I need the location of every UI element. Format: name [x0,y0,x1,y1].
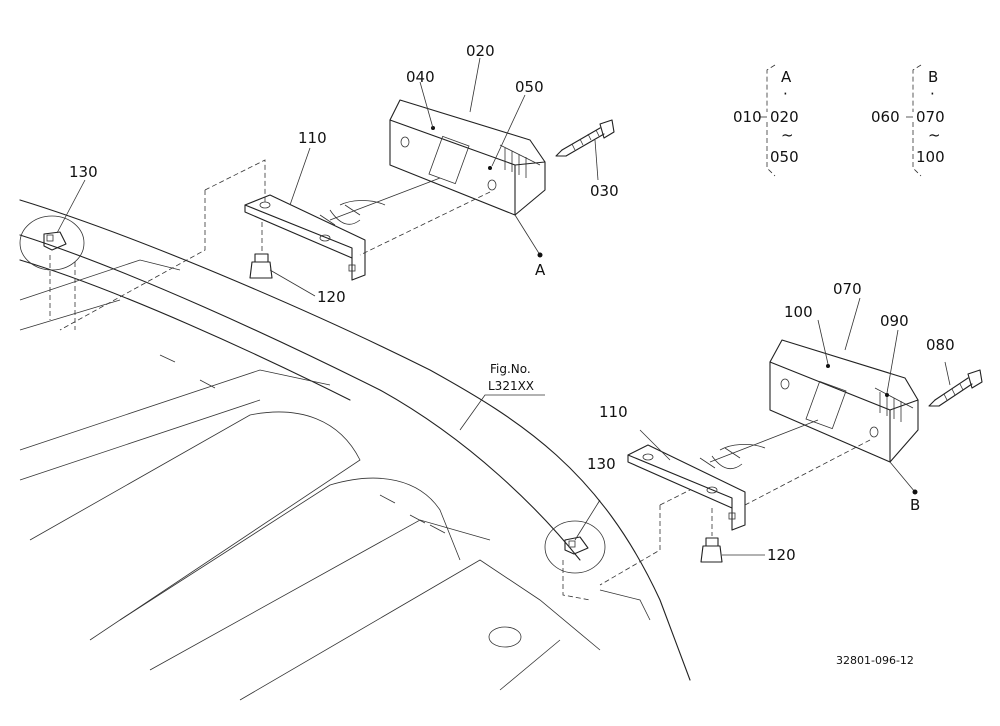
group-a-tilde: ~ [781,126,794,144]
label-ref-b: B [910,496,920,514]
group-b-parent: 060 [871,108,900,126]
label-030: 030 [590,182,619,200]
figure-number: L321XX [488,379,534,393]
clip-130-right [544,520,606,601]
group-bracket-a [760,64,776,177]
group-bracket-b [906,64,922,177]
bracket-110-b [599,444,746,586]
label-110-a: 110 [298,129,327,147]
screw-080 [928,369,983,407]
label-110-b: 110 [599,403,628,421]
group-b-dot: · [930,85,935,103]
label-070: 070 [833,280,862,298]
leader-lines [56,57,951,556]
label-050: 050 [515,78,544,96]
group-b-key: B [928,68,938,86]
label-120-b: 120 [767,546,796,564]
label-130-left: 130 [69,163,98,181]
label-ref-a: A [535,261,546,279]
group-a-bottom: 050 [770,148,799,166]
group-a-key: A [781,68,792,86]
label-020: 020 [466,42,495,60]
bolt-120-b [700,508,723,563]
canopy-roof [19,199,691,701]
lamp-020 [319,99,546,256]
group-b-bottom: 100 [916,148,945,166]
clip-130-left [19,215,85,330]
bracket-110-a [59,159,366,331]
group-b-tilde: ~ [928,126,941,144]
group-b-top: 070 [916,108,945,126]
label-100: 100 [784,303,813,321]
group-a-parent: 010 [733,108,762,126]
group-a-top: 020 [770,108,799,126]
label-080: 080 [926,336,955,354]
label-090: 090 [880,312,909,330]
label-040: 040 [406,68,435,86]
bolt-120-a [249,222,273,279]
drawing-number: 32801-096-12 [836,654,914,667]
figure-caption: Fig.No. [490,362,531,376]
lamp-070 [699,339,919,506]
label-120-a: 120 [317,288,346,306]
screw-030 [555,119,615,157]
group-a-dot: · [783,85,788,103]
label-130-right: 130 [587,455,616,473]
